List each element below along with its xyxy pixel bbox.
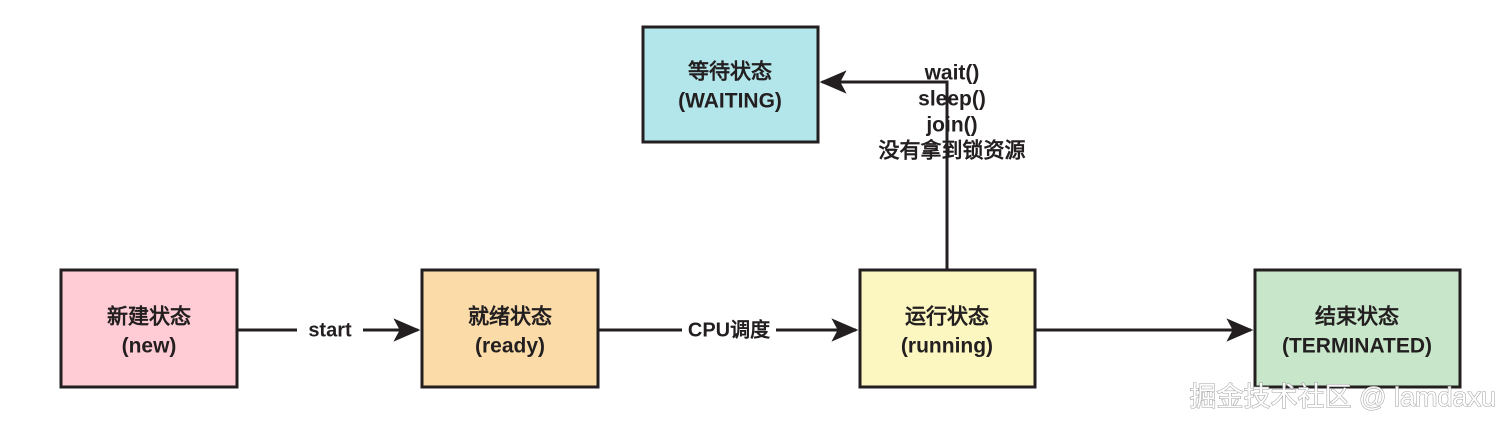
edge-new-to-ready-label: start [308, 319, 352, 341]
edge-ready-to-running-label-bg [682, 316, 776, 344]
waiting-trigger-note-line-1: wait() [924, 62, 980, 85]
edge-new-to-ready: start [237, 316, 421, 344]
state-node-terminated-rect[interactable] [1253, 268, 1462, 389]
state-node-ready-label-cn: 就绪状态 [468, 305, 552, 329]
edge-running-to-waiting-path [819, 70, 949, 270]
waiting-trigger-note-line-2: sleep() [918, 88, 986, 111]
state-node-new-label-en: (new) [122, 335, 177, 358]
edge-ready-to-running-label: CPU调度 [688, 317, 771, 341]
state-node-new-rect[interactable] [59, 268, 239, 389]
waiting-trigger-note-line-3: join() [925, 114, 977, 137]
state-node-waiting-label-cn: 等待状态 [688, 60, 772, 84]
state-node-new[interactable]: 新建状态 (new) [59, 268, 239, 389]
edge-ready-to-running: CPU调度 [598, 316, 859, 344]
state-node-running-rect[interactable] [858, 268, 1037, 389]
watermark: 掘金技术社区 @ lamdaxu [1190, 382, 1496, 412]
state-node-ready-rect[interactable] [420, 268, 600, 389]
waiting-trigger-note: wait() sleep() join() 没有拿到锁资源 [879, 62, 1026, 163]
state-node-waiting-rect[interactable] [641, 25, 820, 144]
state-node-new-label-cn: 新建状态 [107, 305, 191, 329]
state-node-running[interactable]: 运行状态 (running) [858, 268, 1037, 389]
edge-new-to-ready-label-bg [297, 316, 363, 344]
state-node-ready-label-en: (ready) [475, 335, 545, 358]
state-node-running-label-cn: 运行状态 [905, 305, 989, 329]
state-node-terminated-label-en: (TERMINATED) [1282, 335, 1432, 358]
state-node-waiting-label-en: (WAITING) [678, 90, 782, 113]
waiting-trigger-note-line-4: 没有拿到锁资源 [879, 139, 1026, 163]
state-node-waiting[interactable]: 等待状态 (WAITING) [641, 25, 820, 144]
state-node-running-label-en: (running) [901, 335, 993, 358]
edge-running-to-waiting [819, 70, 949, 270]
state-node-terminated[interactable]: 结束状态 (TERMINATED) [1253, 268, 1462, 389]
state-node-terminated-label-cn: 结束状态 [1315, 305, 1399, 329]
state-node-ready[interactable]: 就绪状态 (ready) [420, 268, 600, 389]
